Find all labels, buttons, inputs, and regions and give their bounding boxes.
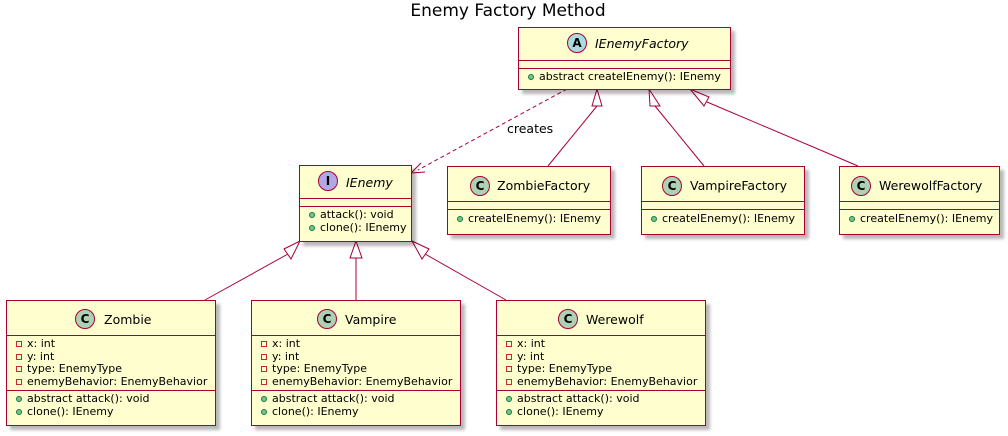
werewolffactory-inherit-line [706,101,859,167]
werewolf-class: C Werewolf x: int y: int type: EnemyType… [496,300,706,426]
class-badge-icon: C [851,176,871,196]
vampire-field: y: int [252,350,460,364]
private-visibility-icon [506,378,512,385]
zombie-field: enemyBehavior: EnemyBehavior [7,375,215,389]
werewolffactory-inherit-arrow [689,88,710,107]
public-visibility-icon [16,408,22,415]
class-badge-icon: C [317,309,337,329]
private-visibility-icon [16,353,22,360]
zombie-field: y: int [7,350,215,364]
ienemy-interface: I IEnemy attack(): void clone(): IEnemy [299,165,412,242]
vampirefactory-inherit-line [654,105,705,167]
vampire-field: x: int [252,337,460,351]
diagram-title: Enemy Factory Method [410,1,606,21]
ienemyfactory-method: abstract createIEnemy(): IEnemy [519,70,730,84]
werewolf-method: abstract attack(): void [497,392,705,406]
public-visibility-icon [849,216,855,222]
public-visibility-icon [457,216,463,222]
zombie-field: type: EnemyType [7,362,215,376]
private-visibility-icon [506,341,512,347]
werewolf-field: enemyBehavior: EnemyBehavior [497,375,705,389]
creates-dependency-line [417,88,568,171]
private-visibility-icon [261,366,267,372]
creates-label: creates [507,121,554,136]
zombiefactory-class: C ZombieFactory createIEnemy(): IEnemy [447,166,611,235]
werewolf-field: type: EnemyType [497,362,705,376]
private-visibility-icon [16,341,22,347]
private-visibility-icon [506,366,512,372]
private-visibility-icon [261,341,267,347]
ienemyfactory-name: IEnemyFactory [595,36,689,51]
werewolf-field: x: int [497,337,705,351]
werewolf-field: y: int [497,350,705,364]
public-visibility-icon [506,396,512,402]
vampirefactory-method: createIEnemy(): IEnemy [642,212,804,226]
werewolffactory-name: WerewolfFactory [879,178,983,193]
vampirefactory-inherit-arrow [648,87,661,107]
ienemy-method: clone(): IEnemy [300,221,411,235]
zombie-inherit-arrow [283,239,302,260]
public-visibility-icon [651,216,657,222]
creates-dependency-arrowhead [409,162,426,174]
werewolf-method: clone(): IEnemy [497,405,705,419]
private-visibility-icon [261,378,267,385]
abstract-class-badge-icon: A [567,33,587,53]
ienemyfactory-class: A IEnemyFactory abstract createIEnemy():… [518,27,731,90]
class-badge-icon: C [75,309,95,329]
class-badge-icon: C [558,309,578,329]
ienemy-name: IEnemy [346,175,393,190]
zombie-name: Zombie [104,312,152,327]
zombie-field: x: int [7,337,215,351]
vampire-class: C Vampire x: int y: int type: EnemyType … [251,300,461,426]
private-visibility-icon [261,353,267,360]
zombiefactory-method: createIEnemy(): IEnemy [448,212,610,226]
vampire-method: clone(): IEnemy [252,405,460,419]
vampire-field: enemyBehavior: EnemyBehavior [252,375,460,389]
private-visibility-icon [16,366,22,372]
public-visibility-icon [309,224,315,231]
public-visibility-icon [261,396,267,402]
vampire-field: type: EnemyType [252,362,460,376]
werewolf-name: Werewolf [586,312,644,327]
vampirefactory-class: C VampireFactory createIEnemy(): IEnemy [641,166,805,235]
private-visibility-icon [506,353,512,360]
zombie-method: clone(): IEnemy [7,405,215,419]
zombie-class: C Zombie x: int y: int type: EnemyType e… [6,300,216,426]
class-badge-icon: C [662,176,682,196]
vampire-inherit-arrow [349,239,363,259]
werewolf-inherit-arrow [410,239,430,260]
zombiefactory-name: ZombieFactory [497,178,591,193]
interface-badge-icon: I [318,171,338,191]
zombiefactory-inherit-arrow [591,87,603,107]
ienemy-method: attack(): void [300,208,411,222]
zombie-inherit-line [204,253,289,301]
class-badge-icon: C [470,176,490,196]
vampire-method: abstract attack(): void [252,392,460,406]
public-visibility-icon [506,408,512,415]
vampirefactory-name: VampireFactory [690,178,788,193]
zombie-method: abstract attack(): void [7,392,215,406]
werewolffactory-class: C WerewolfFactory createIEnemy(): IEnemy [839,166,1000,235]
public-visibility-icon [528,74,534,80]
public-visibility-icon [261,408,267,415]
private-visibility-icon [16,378,22,385]
werewolffactory-method: createIEnemy(): IEnemy [840,212,999,226]
vampire-name: Vampire [345,312,397,327]
public-visibility-icon [16,396,22,402]
zombiefactory-inherit-line [547,105,598,167]
werewolf-inherit-line [424,253,507,301]
public-visibility-icon [309,212,315,218]
